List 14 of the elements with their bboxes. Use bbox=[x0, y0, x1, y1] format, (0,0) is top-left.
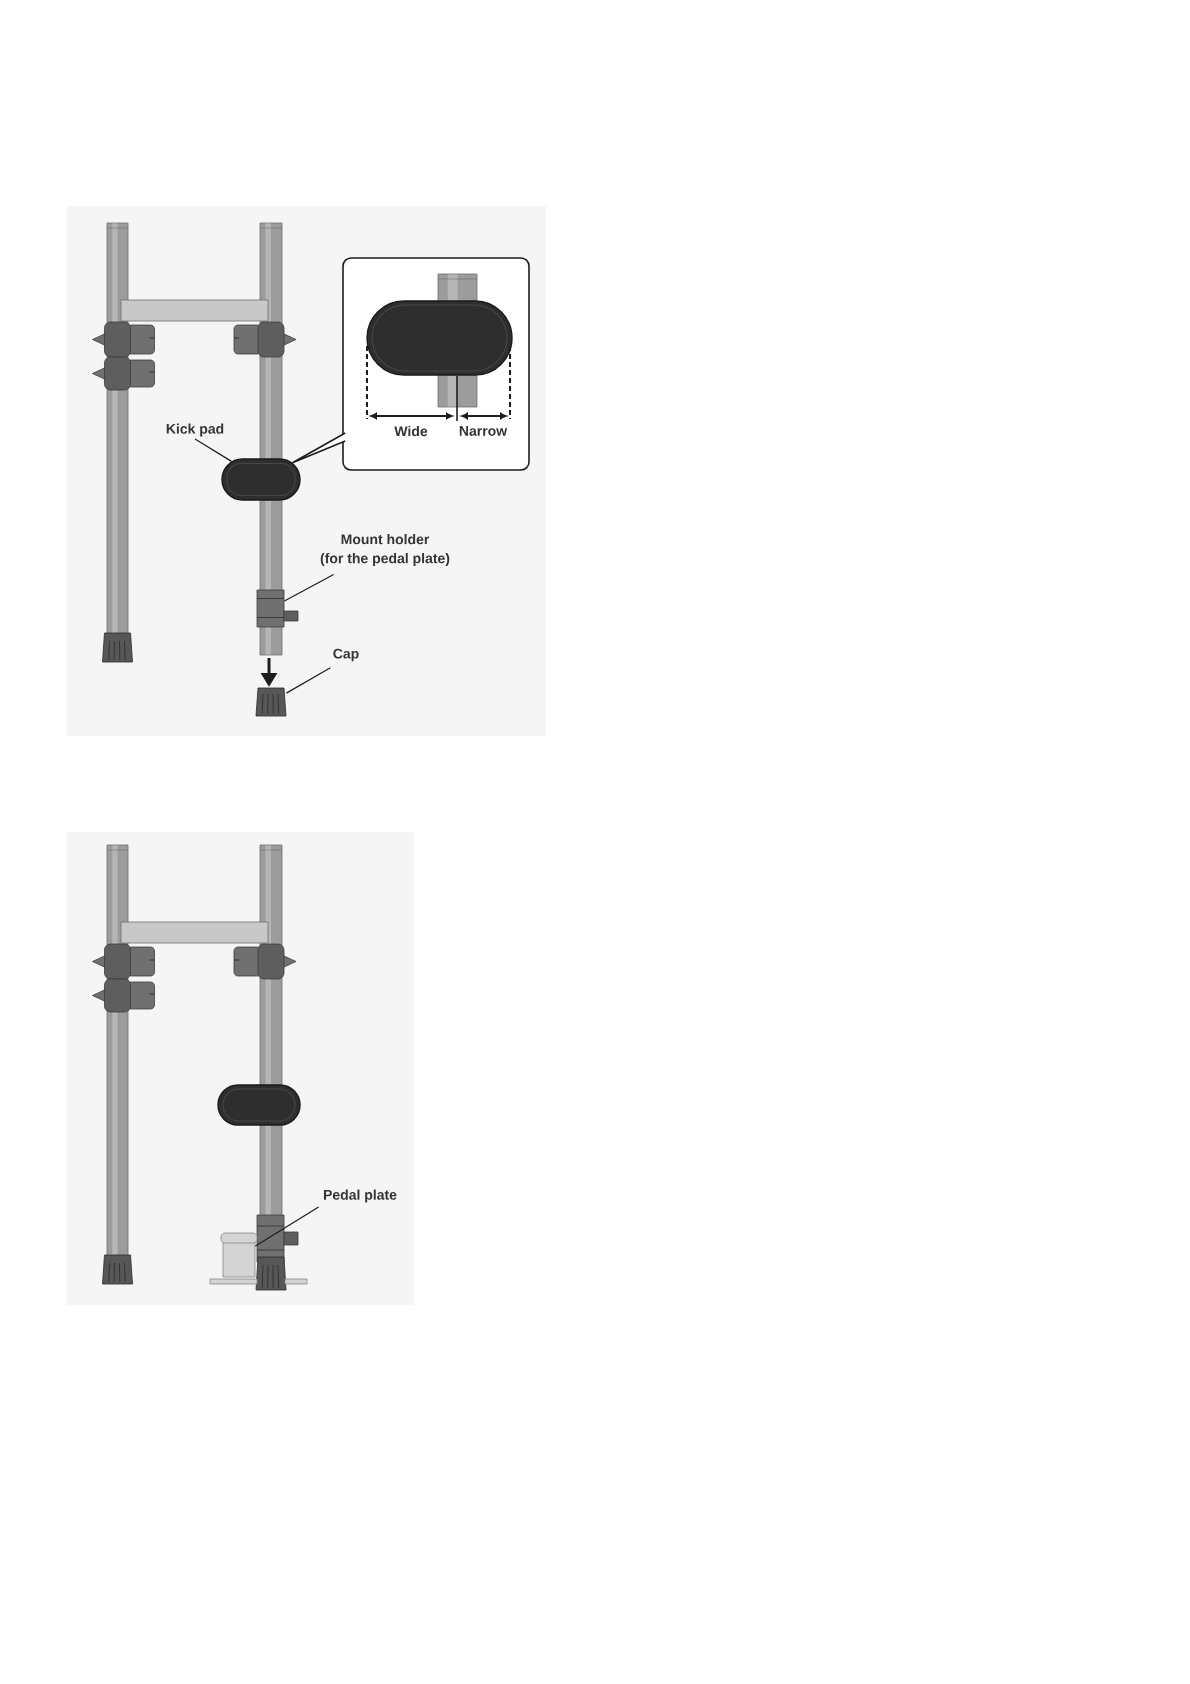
part-label: Mount holder (for the pedal plate) bbox=[320, 534, 450, 567]
leader-line bbox=[283, 573, 335, 602]
part-label: Pedal plate bbox=[324, 1189, 397, 1203]
mount-holder bbox=[256, 589, 299, 628]
leader-line bbox=[285, 667, 331, 694]
dimension-label: Narrow bbox=[459, 426, 508, 436]
callout-pointer bbox=[291, 432, 346, 464]
leader-line bbox=[194, 438, 233, 462]
leader-line bbox=[254, 1206, 320, 1247]
part-label: Kick pad bbox=[166, 423, 224, 437]
cap bbox=[255, 687, 287, 717]
pedal-plate bbox=[209, 1232, 308, 1285]
dimension-label: Wide bbox=[394, 425, 428, 437]
part-label: Cap bbox=[333, 648, 359, 662]
